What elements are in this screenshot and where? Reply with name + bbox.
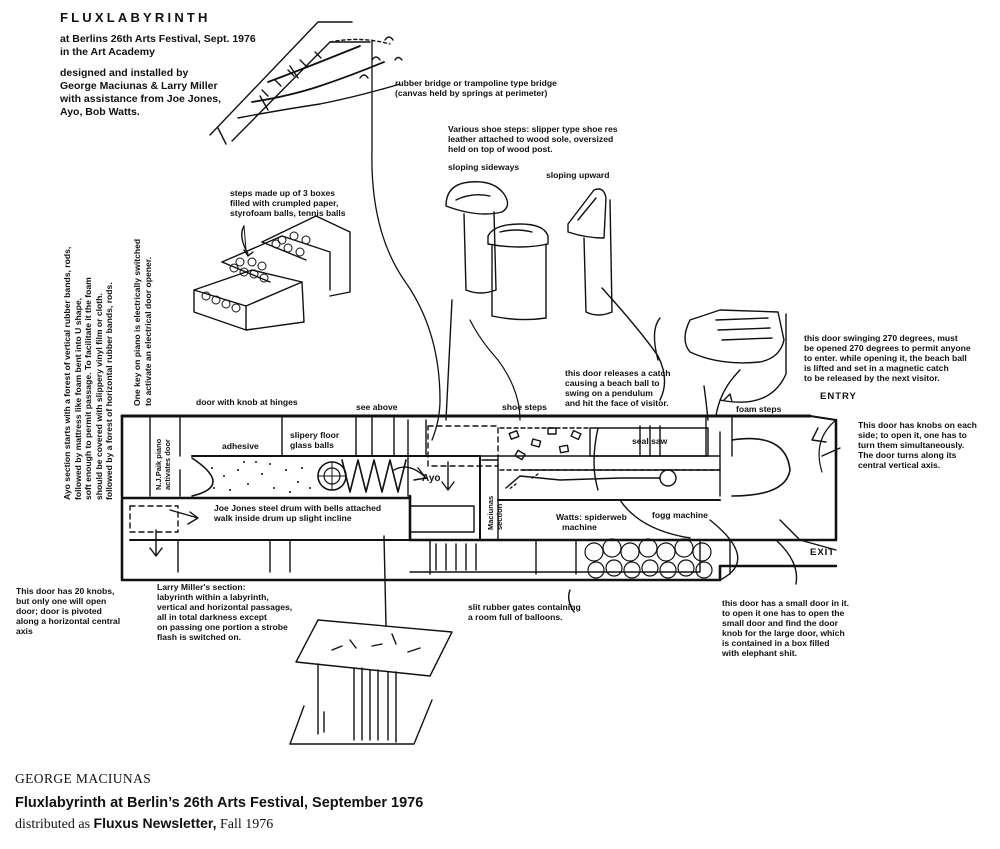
fogg-machine-label: fogg machine [652,510,708,520]
exit-door-note-5: is contained in a box filled [722,638,830,648]
pendulum-note-2: causing a beach ball to [565,378,660,388]
twenty-knobs-note-4: along a horizontal central [16,616,121,626]
intro-line-5: with assistance from Joe Jones, [60,93,222,105]
maciunas-section-line-1: Maciunas [486,495,495,530]
miller-note-3: vertical and horizontal passages, [157,602,293,612]
ayo-vertical-line-5: followed by a forest of horizontal rubbe… [104,282,115,500]
door-270-note-4: is lifted and set in a magnetic catch [804,363,949,373]
ayo-vertical-line-2: followed by mattress like foam bent into… [72,298,83,500]
entry-label: ENTRY [820,391,857,402]
joe-jones-label-2: walk inside drum up slight incline [214,513,352,523]
nj-paik-line-2: activates door [163,439,172,490]
ayo-vertical-note: Ayo section starts with a forest of vert… [62,247,115,500]
miller-note-4: all in total darkness except [157,612,267,622]
shoe-steps-note-2: leather attached to wood sole, oversized [448,134,614,144]
pendulum-note-1: this door releases a catch [565,368,671,378]
miller-note-1: Larry Miller's section: [157,582,246,592]
foam-steps-sketch [653,309,787,403]
adhesive-label: adhesive [222,441,259,451]
ayo-vertical-line-3: soft enough to permit passage. To facili… [83,277,94,500]
door-knob-hinges-label: door with knob at hinges [196,397,298,407]
exit-door-note-3: small door and find the door [722,618,839,628]
watts-label-2: machine [562,522,597,532]
box-steps-note-1: steps made up of 3 boxes [230,188,336,198]
shoe-steps-note-1: Various shoe steps: slipper type shoe re… [448,124,618,134]
box-steps-sketch [193,215,351,331]
ayo-vertical-line-1: Ayo section starts with a forest of vert… [62,246,72,500]
caption-dist-bold: Fluxus Newsletter, [93,815,217,831]
intro-line-1: at Berlins 26th Arts Festival, Sept. 197… [60,33,256,45]
seal-saw-label: seal saw [632,436,668,446]
glass-balls-label: glass balls [290,440,334,450]
miller-note-5: on passing one portion a strobe [157,622,288,632]
pendulum-note-3: swing on a pendulum [565,388,653,398]
caption-title: Fluxlabyrinth at Berlin’s 26th Arts Fest… [15,795,424,811]
ayo-label: Ayo [422,473,441,484]
shoe-steps-note-3: held on top of wood post. [448,144,553,154]
maciunas-section-line-2: section [495,503,504,530]
sloping-upward-label: sloping upward [546,170,610,180]
exit-label: EXIT [810,547,836,558]
piano-vertical-line-1: One key on piano is electrically switche… [132,238,142,406]
exit-door-note-2: to open it one has to open the [722,608,845,618]
slippery-floor-label: slipery floor [290,430,340,440]
twenty-knobs-note-5: axis [16,626,33,636]
intro-line-6: Ayo, Bob Watts. [60,106,140,118]
entry-door-note-2: side; to open it, one has to [858,430,967,440]
shoe-steps-plan-label: shoe steps [502,402,547,412]
door-270-note-5: to be released by the next visitor. [804,373,940,383]
see-above-label: see above [356,402,398,412]
caption-author: GEORGE MACIUNAS [15,771,152,786]
foam-steps-plan-label: foam steps [736,404,782,414]
door-270-note-1: this door swinging 270 degrees, must [804,333,958,343]
door-270-note-3: to enter. while opening it, the beach ba… [804,353,967,363]
nj-paik-label: N.J.Paik piano activates door [154,439,172,490]
intro-line-2: in the Art Academy [60,46,155,58]
labyrinth-diagram [120,21,841,745]
caption-dist-prefix: distributed as [15,817,94,832]
twenty-knobs-note-3: door; door is pivoted [16,606,102,616]
pendulum-note-4: and hit the face of visitor. [565,398,669,408]
shoe-steps-sketch [445,181,613,321]
entry-door-note-3: turn them simultaneously. [858,440,965,450]
maciunas-section-label: Maciunas section [486,496,504,530]
sloping-sideways-label: sloping sideways [448,162,520,172]
piano-vertical-line-2: to activate an electrical door opener. [142,256,153,406]
nj-paik-line-1: N.J.Paik piano [154,438,163,490]
piano-vertical-note: One key on piano is electrically switche… [132,239,153,406]
caption-distribution: distributed as Fluxus Newsletter, Fall 1… [15,815,273,833]
caption-dist-suffix: Fall 1976 [216,817,274,832]
entry-door-note-4: The door turns along its [858,450,957,460]
watts-label-1: Watts: spiderweb [556,512,627,522]
twenty-knobs-note-1: This door has 20 knobs, [16,586,115,596]
exit-door-note-1: this door has a small door in it. [722,598,850,608]
entry-door-note-5: central vertical axis. [858,460,941,470]
entry-door-note-1: This door has knobs on each [858,420,977,430]
miller-note-2: labyrinth within a labyrinth, [157,592,269,602]
strobe-table-sketch [289,619,453,745]
rubber-bridge-note-1: rubber bridge or trampoline type bridge [395,78,557,88]
intro-line-4: George Maciunas & Larry Miller [60,80,218,92]
labyrinth-plan [120,414,838,585]
intro-line-3: designed and installed by [60,67,189,79]
miller-note-6: flash is switched on. [157,632,242,642]
joe-jones-label-1: Joe Jones steel drum with bells attached [214,503,382,513]
door-270-note-2: be opened 270 degrees to permit anyone [804,343,971,353]
box-steps-note-2: filled with crumpled paper, [230,198,339,208]
diagram-title: FLUXLABYRINTH [60,10,211,25]
balloons-note-2: a room full of balloons. [468,612,563,622]
balloons-note-1: slit rubber gates containing [468,602,581,612]
rubber-bridge-note-2: (canvas held by springs at perimeter) [395,88,548,98]
ayo-vertical-line-4: should be covered with slippery vinyl fi… [93,293,104,500]
exit-door-note-4: knob for the large door, which [722,628,845,638]
twenty-knobs-note-2: but only one will open [16,596,107,606]
box-steps-note-3: styrofoam balls, tennis balls [230,208,346,218]
exit-door-note-6: with elephant shit. [722,648,797,658]
rubber-bridge-sketch [209,21,441,441]
